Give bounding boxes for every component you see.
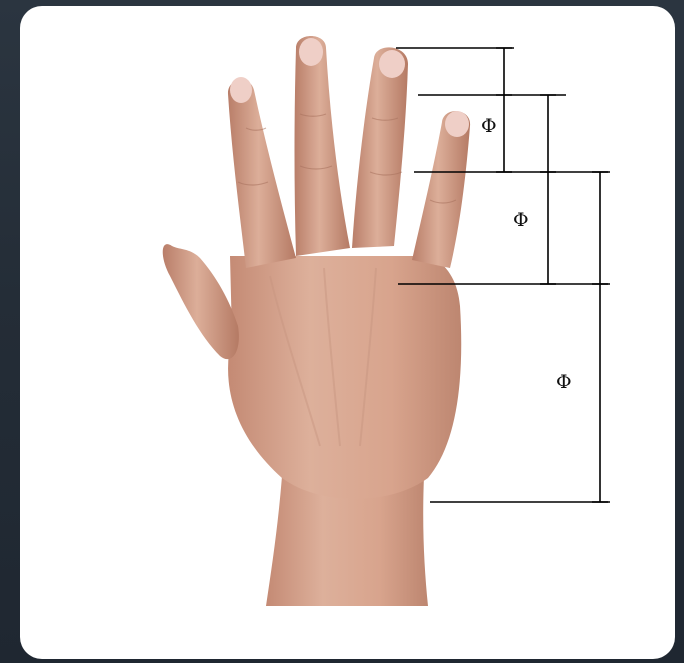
phi-label-top: Φ — [481, 115, 497, 137]
phi-label-bottom: Φ — [556, 371, 572, 393]
diagram-card: Φ Φ Φ — [20, 6, 675, 659]
hand-icon — [163, 36, 470, 606]
ring-nail — [379, 50, 405, 78]
hand-diagram: Φ Φ Φ — [20, 6, 675, 659]
index-nail — [230, 77, 252, 103]
middle-nail — [299, 38, 323, 66]
phi-label-middle: Φ — [513, 209, 529, 231]
little-nail — [445, 111, 469, 137]
